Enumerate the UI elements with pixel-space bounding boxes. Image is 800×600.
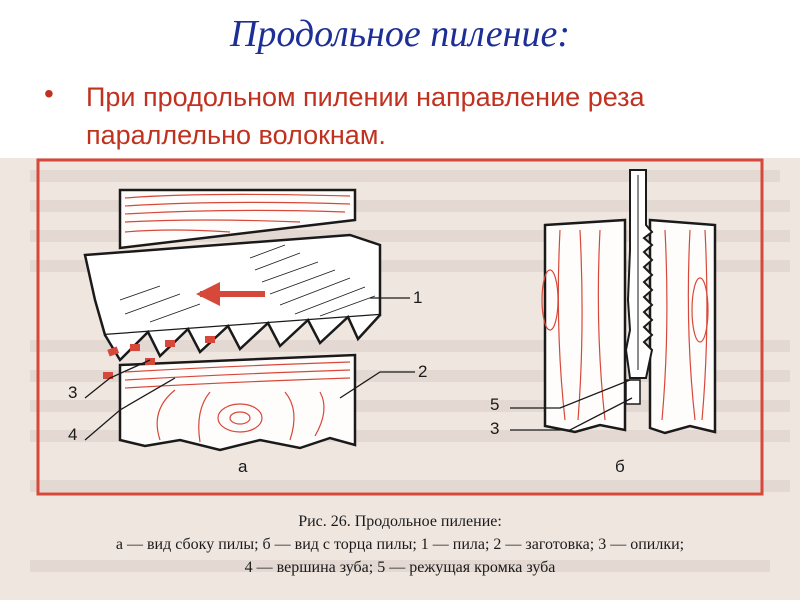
figure-caption: Рис. 26. Продольное пиление: а — вид сбо… — [0, 510, 800, 579]
caption-line-3: 4 — вершина зуба; 5 — режущая кромка зуб… — [244, 559, 556, 576]
label-3: 3 — [68, 383, 77, 402]
label-2: 2 — [418, 362, 427, 381]
figure-frame — [36, 158, 764, 496]
sawdust-chips — [103, 336, 215, 379]
label-1: 1 — [413, 288, 422, 307]
view-a-label: а — [238, 457, 248, 476]
bullet-dot-icon: • — [44, 78, 54, 109]
bullet-text: При продольном пилении направление реза … — [86, 82, 645, 150]
caption-title: Рис. 26. Продольное пиление: — [298, 513, 502, 530]
scanned-figure: 1 2 3 4 5 3 а б — [0, 158, 800, 600]
view-b-label: б — [615, 457, 625, 476]
view-a-side — [83, 188, 415, 452]
label-4: 4 — [68, 425, 77, 444]
view-b-end — [510, 169, 717, 435]
slide-title: Продольное пиление: — [229, 13, 571, 55]
label-3-end: 3 — [490, 419, 499, 438]
figure-drawing: 1 2 3 4 5 3 а б — [30, 158, 790, 572]
caption-line-2: а — вид сбоку пилы; б — вид с торца пилы… — [115, 536, 685, 553]
label-5: 5 — [490, 395, 499, 414]
